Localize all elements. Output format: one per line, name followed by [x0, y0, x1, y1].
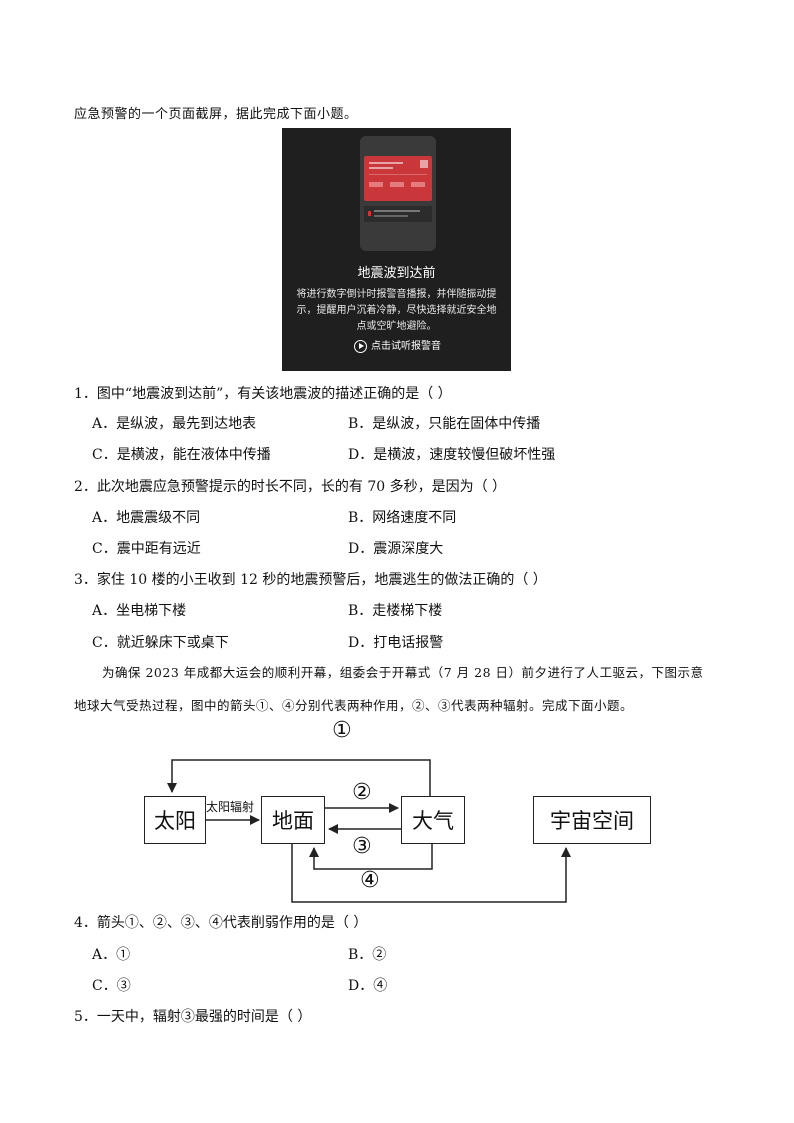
earthquake-alert-screenshot: 地震波到达前 将进行数字倒计时报警音播报，并伴随振动提 示，提醒用户沉着冷静，尽… — [282, 128, 511, 371]
intro-text-2-line-1: 为确保 2023 年成都大运会的顺利开幕，组委会于开幕式（7 月 28 日）前夕… — [102, 665, 704, 680]
q3-option-a: A．坐电梯下楼 — [92, 603, 187, 619]
intro-text-1: 应急预警的一个页面截屏，据此完成下面小题。 — [74, 107, 358, 122]
box-atmosphere: 大气 — [401, 796, 465, 844]
atmosphere-heating-diagram: 太阳 地面 大气 宇宙空间 太阳辐射 ① ② ③ ④ — [120, 718, 680, 913]
q2-option-c: C．震中距有远近 — [92, 541, 201, 557]
q1-option-b: B．是纵波，只能在固体中传播 — [348, 416, 541, 432]
box-sun: 太阳 — [144, 796, 206, 844]
alert-card — [364, 156, 432, 201]
arrow-4-label: ④ — [360, 868, 380, 893]
q2-option-b: B．网络速度不同 — [348, 510, 457, 526]
arrow-1-label: ① — [332, 718, 352, 743]
arrow-3-loop — [309, 844, 433, 870]
q1-option-a: A．是纵波，最先到达地表 — [92, 416, 257, 432]
diagram-arrows — [167, 759, 571, 903]
question-4: 4．箭头①、②、③、④代表削弱作用的是（ ） — [74, 915, 368, 931]
q4-option-c: C．③ — [92, 978, 131, 994]
arrow-4 — [291, 844, 571, 903]
q4-option-b: B．② — [348, 947, 387, 963]
question-5: 5．一天中，辐射③最强的时间是（ ） — [74, 1009, 312, 1025]
q1-option-d: D．是横波，速度较慢但破坏性强 — [348, 447, 556, 463]
q2-option-d: D．震源深度大 — [348, 541, 444, 557]
q3-option-b: B．走楼梯下楼 — [348, 603, 443, 619]
q3-option-d: D．打电话报警 — [348, 635, 444, 651]
q1-option-c: C．是横波，能在液体中传播 — [92, 447, 271, 463]
play-alarm-button[interactable]: 点击试听报警音 — [354, 337, 441, 353]
play-icon — [354, 340, 367, 353]
alert-description: 将进行数字倒计时报警音播报，并伴随振动提 示，提醒用户沉着冷静，尽快选择就近安全… — [296, 289, 497, 332]
phone-mockup — [360, 136, 436, 251]
arrow-1 — [167, 759, 431, 796]
arrow-2-label: ② — [352, 780, 372, 805]
q3-option-c: C．就近躲床下或桌下 — [92, 635, 229, 651]
box-space: 宇宙空间 — [533, 796, 651, 844]
q4-option-d: D．④ — [348, 978, 388, 994]
question-1: 1．图中“地震波到达前”，有关该地震波的描述正确的是（ ） — [74, 386, 452, 402]
box-ground: 地面 — [261, 796, 325, 844]
solar-radiation-label: 太阳辐射 — [206, 800, 255, 814]
question-3: 3．家住 10 楼的小王收到 12 秒的地震预警后，地震逃生的做法正确的（ ） — [74, 572, 547, 588]
question-2: 2．此次地震应急预警提示的时长不同，长的有 70 多秒，是因为（ ） — [74, 479, 507, 495]
alert-title: 地震波到达前 — [357, 266, 436, 281]
q4-option-a: A．① — [92, 947, 131, 963]
q2-option-a: A．地震震级不同 — [92, 510, 201, 526]
intro-text-2-line-2: 地球大气受热过程，图中的箭头①、④分别代表两种作用，②、③代表两种辐射。完成下面… — [74, 698, 634, 713]
alert-strip — [364, 206, 432, 222]
arrow-3-label: ③ — [352, 834, 372, 859]
